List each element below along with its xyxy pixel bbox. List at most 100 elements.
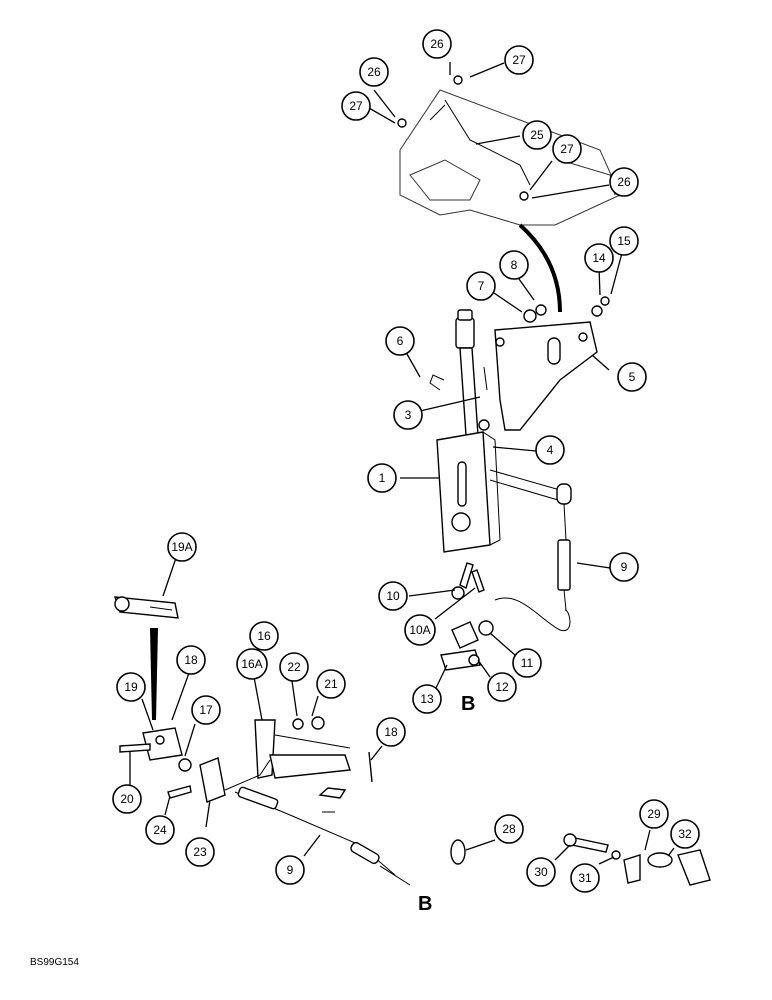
clevis-pointer: [150, 628, 158, 720]
callout-4: 4: [535, 435, 565, 465]
callout-7: 7: [466, 271, 496, 301]
callout-13: 13: [412, 684, 442, 714]
callout-9b: 9: [275, 855, 305, 885]
svg-text:7: 7: [478, 279, 485, 293]
bolt-10a: [471, 569, 485, 593]
svg-text:28: 28: [502, 822, 516, 836]
callout-3: 3: [393, 400, 423, 430]
svg-text:18: 18: [384, 725, 398, 739]
leader-lines: [129, 62, 675, 865]
callout-29: 29: [639, 799, 669, 829]
callout-26a: 26: [422, 29, 452, 59]
svg-text:26: 26: [430, 37, 444, 51]
svg-text:4: 4: [547, 443, 554, 457]
callout-1: 1: [367, 463, 397, 493]
svg-text:10A: 10A: [409, 623, 430, 637]
svg-text:30: 30: [534, 865, 548, 879]
callout-19A: 19A: [167, 532, 197, 562]
svg-text:16: 16: [257, 629, 271, 643]
callout-22: 22: [279, 652, 309, 682]
callout-5: 5: [617, 362, 647, 392]
callout-32: 32: [670, 819, 700, 849]
link-assembly: [440, 620, 494, 671]
callout-11: 11: [512, 648, 542, 678]
svg-text:32: 32: [678, 827, 692, 841]
svg-text:9: 9: [621, 560, 628, 574]
callout-6: 6: [385, 326, 415, 356]
svg-text:25: 25: [530, 128, 544, 142]
pin-hardware: [563, 833, 711, 886]
svg-text:19: 19: [124, 680, 138, 694]
callout-16A: 16A: [236, 648, 268, 680]
assembly-connector-arrow: [518, 223, 562, 313]
svg-text:23: 23: [193, 845, 207, 859]
svg-text:31: 31: [578, 871, 592, 885]
callout-15: 15: [609, 226, 639, 256]
callout-23: 23: [185, 837, 215, 867]
svg-text:24: 24: [153, 823, 167, 837]
section-letter-lower: B: [418, 893, 432, 915]
svg-text:9: 9: [287, 863, 294, 877]
svg-text:1: 1: [379, 471, 386, 485]
callout-10: 10: [378, 581, 408, 611]
svg-text:12: 12: [495, 680, 509, 694]
callout-12: 12: [487, 672, 517, 702]
svg-text:22: 22: [287, 660, 301, 674]
mounting-bracket: [494, 296, 610, 431]
callout-10A: 10A: [404, 614, 436, 646]
figure-code: BS99G154: [30, 957, 79, 968]
svg-text:13: 13: [420, 692, 434, 706]
callout-27b: 27: [341, 91, 371, 121]
lever-plate: [436, 419, 501, 553]
callout-19: 19: [116, 672, 146, 702]
callout-16: 16: [249, 621, 279, 651]
callout-26c: 26: [609, 167, 639, 197]
svg-text:27: 27: [560, 142, 574, 156]
callout-25: 25: [522, 120, 552, 150]
callout-30: 30: [526, 857, 556, 887]
svg-text:5: 5: [629, 370, 636, 384]
callout-27c: 27: [552, 134, 582, 164]
svg-text:21: 21: [324, 677, 338, 691]
svg-text:15: 15: [617, 234, 631, 248]
svg-text:18: 18: [184, 653, 198, 667]
callout-9a: 9: [609, 552, 639, 582]
svg-text:19A: 19A: [171, 540, 192, 554]
svg-text:17: 17: [199, 703, 213, 717]
callout-8: 8: [499, 250, 529, 280]
callout-27a: 27: [504, 45, 534, 75]
svg-text:14: 14: [592, 251, 606, 265]
cable-bracket: [199, 757, 226, 803]
callout-24: 24: [145, 815, 175, 845]
svg-text:6: 6: [397, 334, 404, 348]
svg-text:26: 26: [617, 175, 631, 189]
svg-text:26: 26: [367, 65, 381, 79]
upper-cable: [489, 469, 572, 632]
lever-arm-assembly: [254, 716, 351, 813]
callout-14: 14: [584, 243, 614, 273]
clevis-assembly: [119, 727, 192, 799]
callout-28: 28: [494, 814, 524, 844]
control-shaft: [429, 309, 488, 436]
callout-18a: 18: [176, 645, 206, 675]
clevis-19a: [113, 596, 179, 619]
callout-31: 31: [570, 863, 600, 893]
cable-loop-28: [450, 839, 466, 865]
svg-text:10: 10: [386, 589, 400, 603]
callout-17: 17: [191, 695, 221, 725]
svg-text:3: 3: [405, 408, 412, 422]
callout-20: 20: [112, 784, 142, 814]
callout-26b: 26: [359, 57, 389, 87]
section-letter-upper: B: [461, 693, 475, 715]
svg-text:27: 27: [349, 99, 363, 113]
callout-21: 21: [316, 669, 346, 699]
callout-18b: 18: [376, 717, 406, 747]
lower-cable: [224, 759, 411, 886]
svg-text:11: 11: [521, 656, 534, 670]
upper-linkage-assembly: [397, 75, 621, 226]
svg-text:16A: 16A: [241, 657, 262, 671]
svg-text:29: 29: [647, 807, 661, 821]
svg-text:27: 27: [512, 53, 526, 67]
svg-text:8: 8: [511, 258, 518, 272]
